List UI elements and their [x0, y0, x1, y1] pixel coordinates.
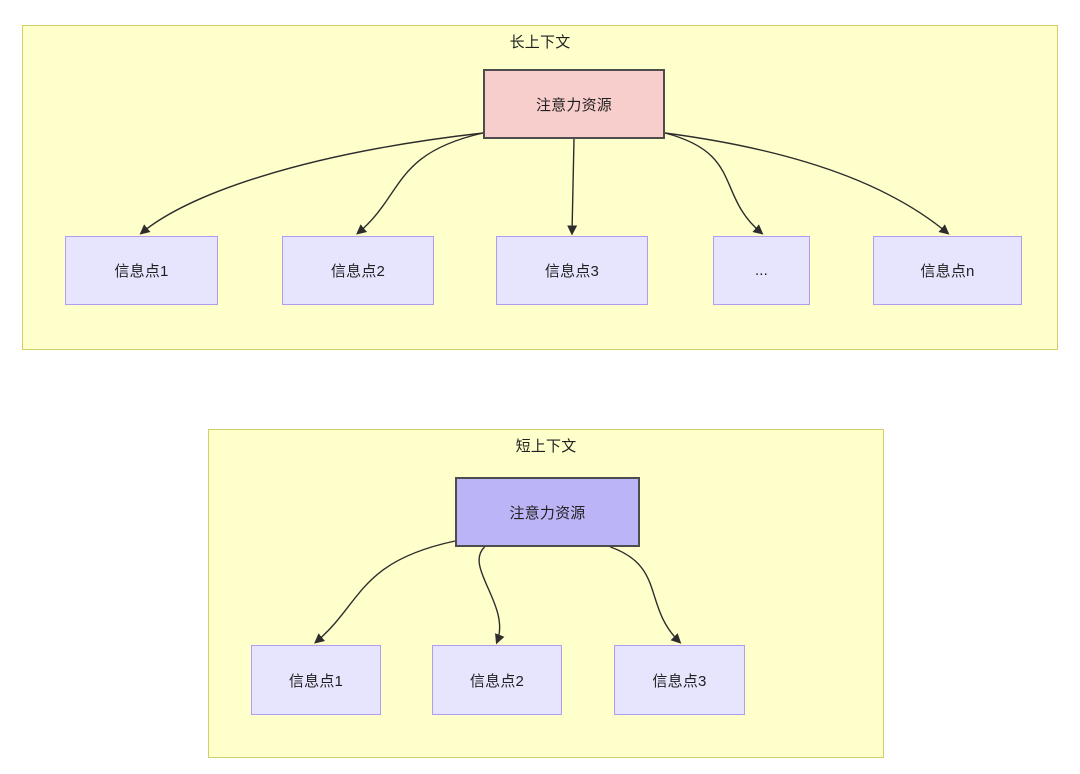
node-label: 信息点2: [469, 672, 525, 690]
node-label: 注意力资源: [509, 504, 586, 522]
node-info-point-1-long[interactable]: 信息点1: [65, 236, 218, 305]
node-label: 信息点1: [114, 263, 169, 280]
node-label: ...: [754, 262, 769, 279]
node-info-point-1-short[interactable]: 信息点1: [251, 645, 381, 715]
node-info-point-ellipsis-long[interactable]: ...: [713, 236, 810, 305]
node-info-point-n-long[interactable]: 信息点n: [873, 236, 1022, 305]
node-label: 信息点n: [920, 263, 975, 280]
node-attention-resource-long[interactable]: 注意力资源: [483, 69, 665, 139]
node-label: 注意力资源: [535, 96, 612, 114]
panel-short-context-title: 短上下文: [515, 438, 577, 455]
node-label: 信息点3: [652, 672, 707, 690]
node-label: 信息点1: [288, 672, 344, 690]
node-attention-resource-short[interactable]: 注意力资源: [455, 477, 640, 547]
node-label: 信息点2: [330, 263, 386, 280]
node-info-point-2-short[interactable]: 信息点2: [432, 645, 562, 715]
node-info-point-3-short[interactable]: 信息点3: [614, 645, 745, 715]
node-info-point-3-long[interactable]: 信息点3: [496, 236, 648, 305]
panel-long-context-title: 长上下文: [509, 34, 571, 51]
node-info-point-2-long[interactable]: 信息点2: [282, 236, 434, 305]
node-label: 信息点3: [544, 263, 600, 280]
